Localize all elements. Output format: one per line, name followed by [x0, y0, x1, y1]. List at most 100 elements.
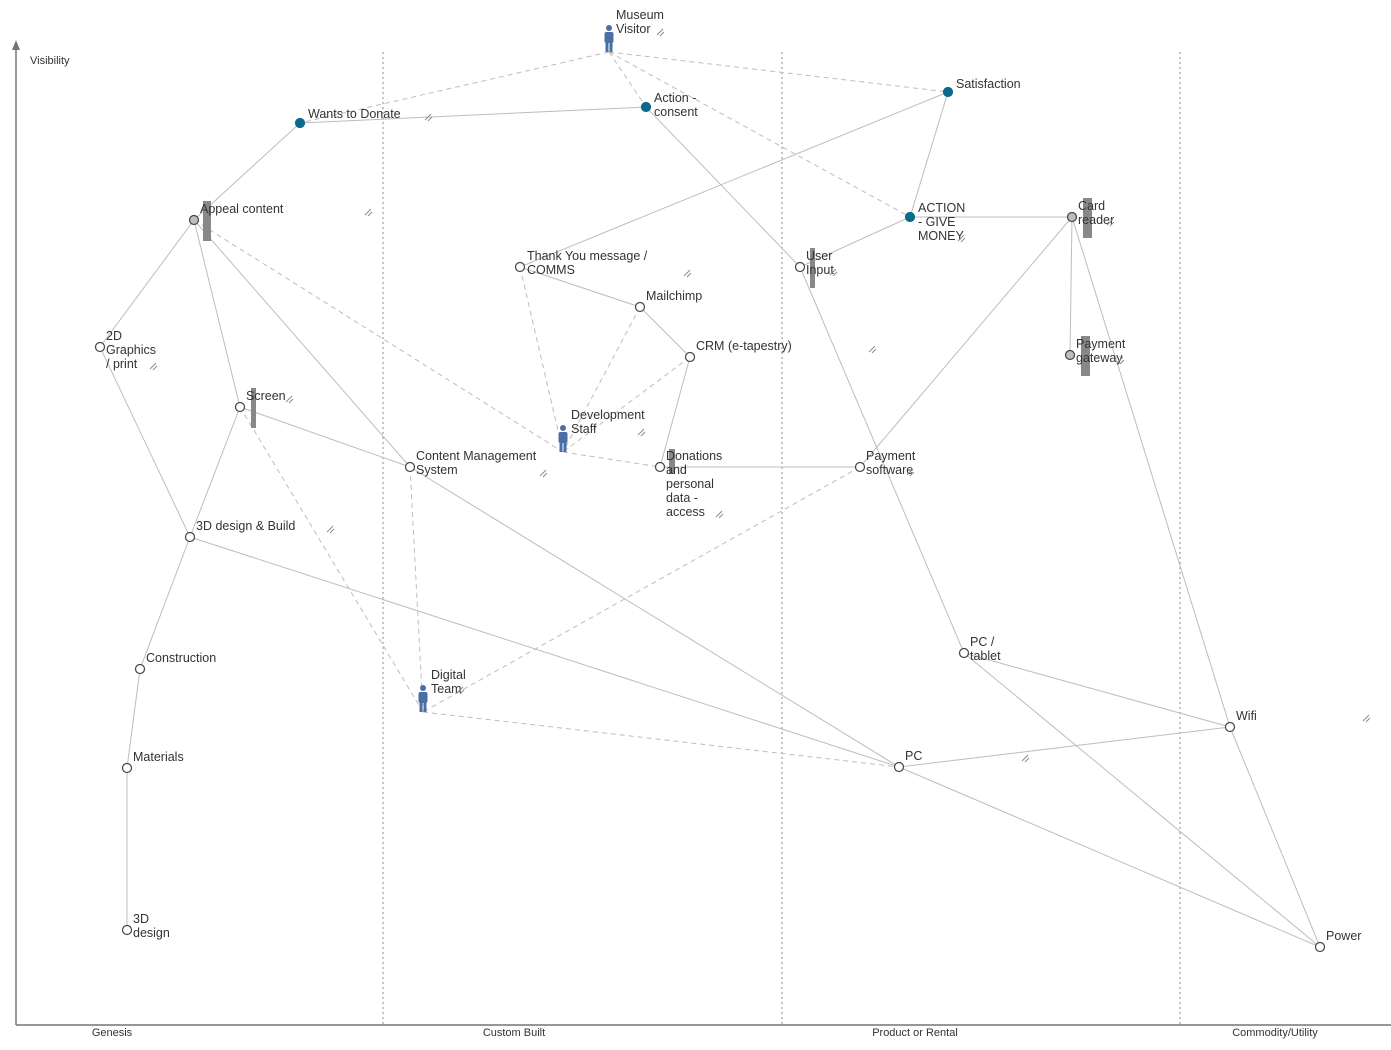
component-construction[interactable]: Construction	[134, 651, 217, 675]
component-dot[interactable]	[634, 301, 646, 313]
component-dot[interactable]	[942, 86, 954, 98]
component-dot[interactable]	[121, 924, 133, 936]
link-mailchimp-to-dev-staff[interactable]	[562, 306, 641, 453]
link-card-reader-to-payment-gateway[interactable]	[1069, 216, 1073, 356]
link-thank-you-to-dev-staff[interactable]	[519, 266, 564, 453]
link-appeal-to-cms[interactable]	[193, 219, 411, 468]
component-dot[interactable]	[1314, 941, 1326, 953]
component-dot[interactable]	[958, 647, 970, 659]
resize-handle-icon[interactable]	[539, 469, 548, 478]
person-icon[interactable]	[558, 425, 568, 452]
resize-handle-icon[interactable]	[715, 510, 724, 519]
person-icon[interactable]	[604, 25, 614, 52]
link-dev-staff-to-donations[interactable]	[562, 451, 661, 468]
link-museum-visitor-to-action-give[interactable]	[608, 51, 911, 218]
resize-handle-icon[interactable]	[868, 345, 877, 354]
resize-handle-icon[interactable]	[424, 113, 433, 122]
component-dot[interactable]	[1064, 349, 1076, 361]
component-pc[interactable]: PC	[893, 749, 923, 773]
component-appeal[interactable]: Appeal content	[188, 201, 373, 241]
component-screen[interactable]: Screen	[234, 388, 294, 428]
link-pc-to-power[interactable]	[898, 766, 1321, 948]
component-power[interactable]: Power	[1314, 929, 1362, 953]
link-wants-donate-to-appeal[interactable]	[193, 122, 301, 221]
component-dot[interactable]	[794, 261, 806, 273]
component-materials[interactable]: Materials	[121, 750, 184, 774]
component-dot[interactable]	[404, 461, 416, 473]
link-satisfaction-to-action-give[interactable]	[909, 91, 949, 218]
component-design-build[interactable]: 3D design & Build	[184, 519, 335, 543]
link-pc-to-wifi[interactable]	[898, 726, 1231, 768]
component-dot[interactable]	[1066, 211, 1078, 223]
link-screen-to-cms[interactable]	[239, 406, 411, 468]
resize-handle-icon[interactable]	[683, 269, 692, 278]
component-dot[interactable]	[904, 211, 916, 223]
link-card-reader-to-payment-sw[interactable]	[859, 216, 1073, 468]
component-dot[interactable]	[684, 351, 696, 363]
resize-handle-icon[interactable]	[906, 468, 915, 477]
component-dot[interactable]	[854, 461, 866, 473]
resize-handle-icon[interactable]	[456, 686, 465, 695]
person-icon[interactable]	[418, 685, 428, 712]
resize-handle-icon[interactable]	[285, 395, 294, 404]
link-crm-to-donations[interactable]	[659, 356, 691, 468]
link-digital-team-to-pc[interactable]	[422, 711, 900, 768]
link-wifi-to-power[interactable]	[1229, 726, 1321, 948]
link-user-input-to-pc-tablet[interactable]	[799, 266, 965, 654]
component-dot[interactable]	[134, 663, 146, 675]
link-wants-donate-to-action-consent[interactable]	[299, 106, 647, 124]
component-wants-donate[interactable]: Wants to Donate	[294, 107, 433, 129]
component-dot[interactable]	[94, 341, 106, 353]
resize-handle-icon[interactable]	[656, 28, 665, 37]
component-dot[interactable]	[640, 101, 652, 113]
resize-handle-icon[interactable]	[1362, 714, 1371, 723]
link-graphics2d-to-design-build[interactable]	[99, 346, 191, 538]
link-pc-tablet-to-power[interactable]	[963, 652, 1321, 948]
link-thank-you-to-mailchimp[interactable]	[519, 266, 641, 308]
component-dot[interactable]	[234, 401, 246, 413]
component-pc-tablet[interactable]: PC /tablet	[958, 635, 1002, 663]
link-payment-sw-to-digital-team[interactable]	[422, 466, 861, 713]
link-card-reader-to-wifi[interactable]	[1071, 216, 1231, 728]
link-action-give-to-user-input[interactable]	[799, 216, 911, 268]
link-screen-to-digital-team[interactable]	[239, 406, 424, 713]
resize-handle-icon[interactable]	[637, 428, 646, 437]
link-screen-to-design-build[interactable]	[189, 406, 241, 538]
resize-handle-icon[interactable]	[829, 268, 838, 277]
component-dot[interactable]	[188, 214, 200, 226]
component-action-consent[interactable]: Action -consent	[640, 91, 699, 119]
link-museum-visitor-to-wants-donate[interactable]	[299, 51, 610, 124]
link-cms-to-pc[interactable]	[409, 466, 900, 768]
resize-handle-icon[interactable]	[1116, 356, 1125, 365]
resize-handle-icon[interactable]	[1106, 218, 1115, 227]
link-pc-tablet-to-wifi[interactable]	[963, 652, 1231, 728]
link-action-consent-to-user-input[interactable]	[645, 106, 801, 268]
link-museum-visitor-to-action-consent[interactable]	[608, 51, 647, 108]
resize-handle-icon[interactable]	[149, 362, 158, 371]
resize-handle-icon[interactable]	[364, 208, 373, 217]
component-wifi[interactable]: Wifi	[1224, 709, 1257, 733]
link-construction-to-materials[interactable]	[126, 668, 141, 769]
component-dot[interactable]	[893, 761, 905, 773]
link-design-build-to-pc[interactable]	[189, 536, 900, 768]
link-mailchimp-to-crm[interactable]	[639, 306, 691, 358]
link-appeal-to-dev-staff[interactable]	[193, 219, 564, 453]
link-crm-to-dev-staff[interactable]	[562, 356, 691, 453]
component-dot[interactable]	[514, 261, 526, 273]
link-satisfaction-to-thank-you[interactable]	[519, 91, 949, 268]
link-museum-visitor-to-satisfaction[interactable]	[608, 51, 949, 93]
resize-handle-icon[interactable]	[326, 525, 335, 534]
component-thank-you[interactable]: Thank You message /COMMS	[514, 249, 692, 278]
